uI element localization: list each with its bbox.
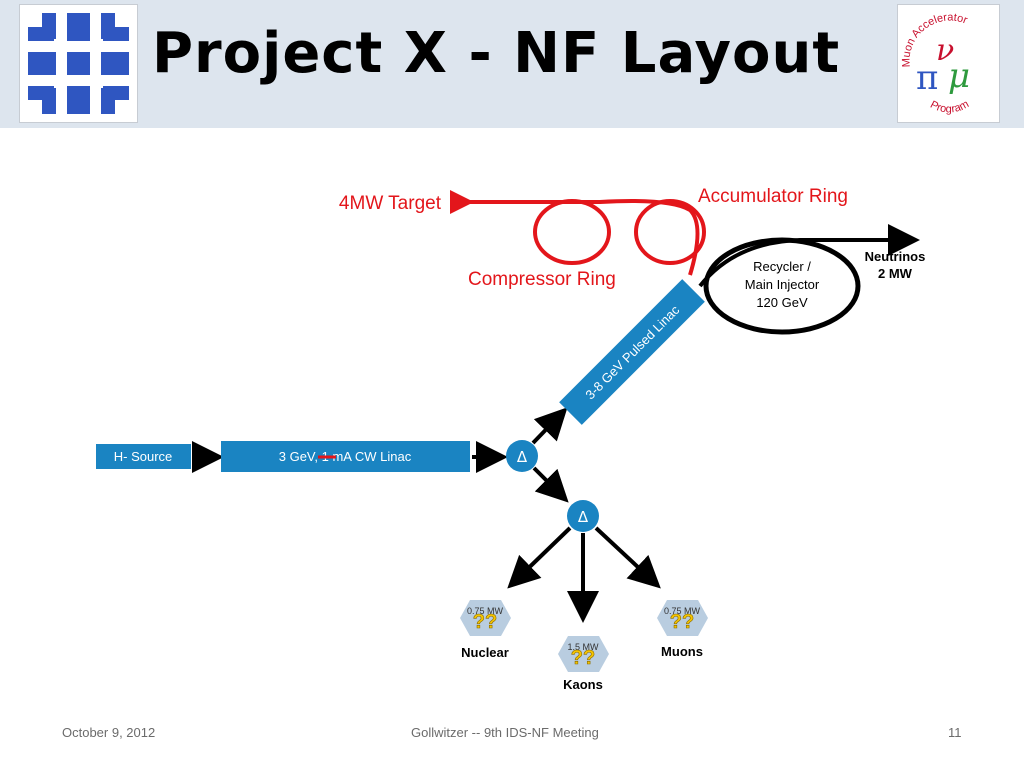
muons-label: Muons (661, 644, 703, 659)
accumulator-label: Accumulator Ring (698, 186, 848, 207)
cw-linac-label: 3 GeV, 1 mA CW Linac (279, 449, 412, 464)
svg-text:Program: Program (928, 98, 971, 115)
splitter-2-symbol: Δ (578, 508, 589, 526)
map-mu-glyph: μ (948, 56, 970, 96)
muons-experiment: 0.75 MW ?? Muons (657, 600, 708, 659)
slide-title: Project X - NF Layout (152, 21, 841, 86)
fermilab-logo-icon (28, 13, 129, 114)
map-logo-text-bottom: Program (928, 98, 971, 115)
compressor-label: Compressor Ring (468, 269, 616, 290)
muons-question-marks: ?? (670, 611, 694, 633)
fermilab-logo (19, 4, 138, 123)
compressor-ring-circle (533, 199, 611, 265)
kaons-power: 1.5 MW (567, 642, 599, 652)
accumulator-ring-circle (634, 199, 706, 265)
target-label: 4MW Target (339, 193, 442, 214)
arrow-splitter-to-pulsed (531, 407, 568, 445)
neutrinos-power: 2 MW (878, 266, 913, 281)
beamline-to-target (450, 190, 700, 276)
splitter-node-2: Δ (567, 500, 599, 532)
kaons-question-marks: ?? (571, 647, 595, 669)
arrow-to-muons (594, 526, 661, 589)
page-number: 11 (948, 725, 962, 740)
pulsed-linac-box: 3-8 GeV Pulsed Linac (559, 279, 705, 425)
neutrinos-label: Neutrinos (865, 249, 926, 264)
nuclear-question-marks: ?? (473, 611, 497, 633)
splitter-1-symbol: Δ (517, 448, 528, 466)
muons-power: 0.75 MW (664, 606, 701, 616)
footer-presenter: Gollwitzer -- 9th IDS-NF Meeting (411, 725, 599, 740)
cw-linac-box: 3 GeV, 1 mA CW Linac (221, 441, 470, 472)
kaons-label: Kaons (563, 677, 603, 692)
header-bar (0, 0, 1024, 128)
pulsed-linac-label: 3-8 GeV Pulsed Linac (582, 302, 682, 402)
splitter-node-1: Δ (506, 440, 538, 472)
h-source-box: H- Source (96, 444, 191, 469)
recycler-line3: 120 GeV (756, 295, 808, 310)
arrow-to-nuclear (507, 526, 572, 589)
footer-date: October 9, 2012 (62, 725, 156, 740)
recycler-ring: Recycler / Main Injector 120 GeV (703, 237, 861, 335)
map-logo-icon: Muon Accelerator Program ν π μ (900, 12, 971, 116)
recycler-line1: Recycler / (753, 259, 811, 274)
nuclear-label: Nuclear (461, 645, 509, 660)
nuclear-power: 0.75 MW (467, 606, 504, 616)
muon-accelerator-program-logo: Muon Accelerator Program ν π μ (897, 4, 1000, 123)
neutrino-beamline (698, 224, 920, 288)
h-source-label: H- Source (114, 449, 173, 464)
arrow-splitter-to-splitter2 (532, 466, 569, 503)
recycler-line2: Main Injector (745, 277, 820, 292)
map-pi-glyph: π (916, 58, 938, 98)
red-annotation-layer: 4MW Target Accumulator Ring Compressor R… (339, 186, 848, 290)
map-nu-glyph: ν (936, 33, 954, 68)
kaons-experiment: 1.5 MW ?? Kaons (558, 636, 609, 692)
nuclear-experiment: 0.75 MW ?? Nuclear (460, 600, 511, 660)
